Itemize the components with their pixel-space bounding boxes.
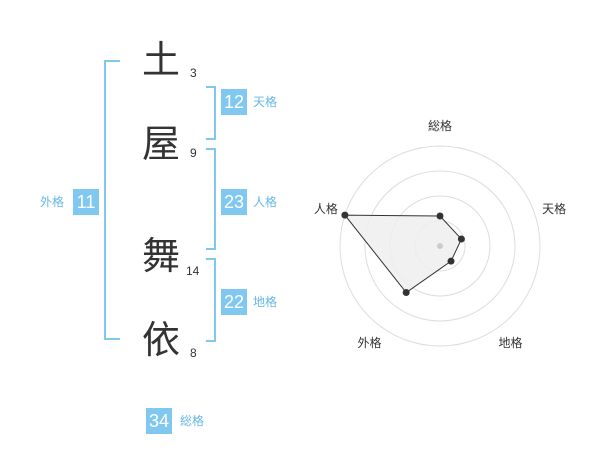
chikaku-bracket	[206, 258, 216, 342]
tenkaku-label: 天格	[253, 95, 278, 109]
name-char-2: 屋	[142, 122, 181, 166]
jinkaku-label: 人格	[253, 195, 278, 209]
stroke-count-2: 9	[190, 146, 197, 160]
radar-point-2	[447, 257, 455, 265]
radar-area	[343, 214, 462, 294]
radar-axis-label-2: 地格	[499, 335, 523, 350]
radar-ring-3	[364, 170, 516, 322]
radar-axis-label-3: 外格	[357, 335, 381, 350]
soukaku-label: 総格	[180, 414, 205, 428]
tenkaku-bracket	[206, 86, 216, 140]
chikaku-label: 地格	[253, 295, 278, 309]
radar-point-4	[341, 211, 349, 219]
radar-ring-4	[339, 145, 541, 347]
radar-axis-label-1: 天格	[542, 201, 566, 216]
stroke-count-1: 3	[190, 66, 197, 80]
soukaku-value: 34	[146, 408, 172, 434]
name-char-4: 依	[142, 318, 181, 362]
gaikaku-label: 外格	[40, 195, 65, 209]
tenkaku-value: 12	[221, 89, 247, 115]
radar-point-3	[402, 289, 410, 297]
stroke-count-3: 14	[186, 264, 200, 278]
radar-axis-label-0: 総格	[428, 118, 452, 133]
radar-point-1	[457, 235, 465, 243]
stroke-count-4: 8	[190, 346, 197, 360]
radar-axis-label-4: 人格	[314, 201, 338, 216]
jinkaku-bracket	[206, 148, 216, 250]
gaikaku-bracket	[104, 60, 120, 340]
name-char-3: 舞	[142, 234, 181, 278]
name-char-1: 土	[142, 38, 181, 82]
gaikaku-value: 11	[73, 189, 99, 215]
radar-center	[437, 243, 443, 249]
radar-point-0	[436, 212, 444, 220]
jinkaku-value: 23	[221, 189, 247, 215]
chikaku-value: 22	[221, 289, 247, 315]
